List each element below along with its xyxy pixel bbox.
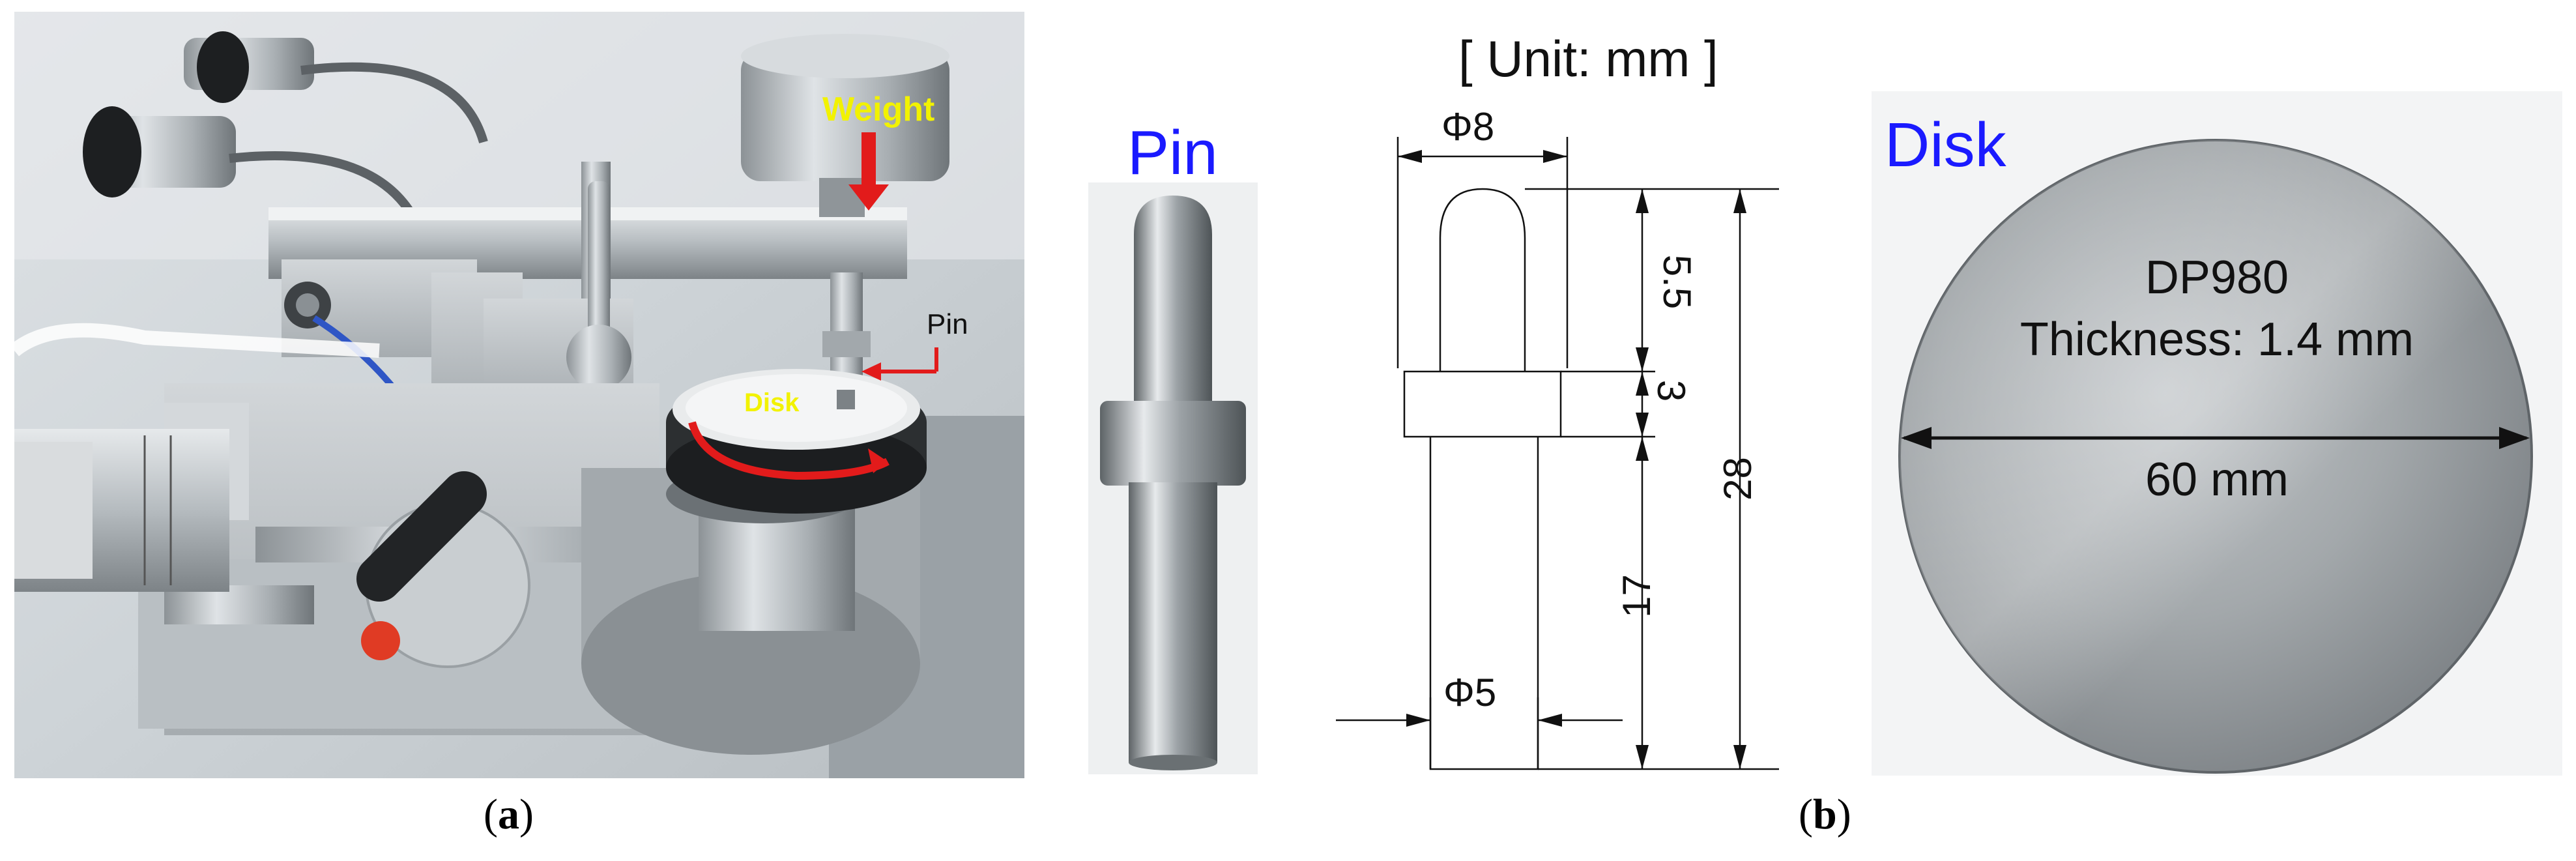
pin-photo (1088, 182, 1258, 774)
disk-thickness: Thickness: 1.4 mm (2019, 314, 2414, 366)
tribometer-photo: Weight Pin Disk (14, 12, 1024, 778)
disk-photo-title: Disk (1885, 110, 2006, 180)
pin-outline-collar (1403, 370, 1562, 438)
disk-diameter: 60 mm (2145, 454, 2289, 506)
caption-b: (b) (1799, 791, 1851, 838)
pin-technical-drawing (1336, 137, 1779, 770)
dim-collar-length: 3 (1649, 379, 1694, 402)
pin-outline-shank (1429, 437, 1539, 770)
dim-head-diameter: Φ8 (1441, 105, 1495, 149)
dim-tip-length: 5.5 (1655, 254, 1700, 310)
weight-label: Weight (822, 91, 935, 128)
caption-a: (a) (484, 791, 534, 838)
pin-photo-title: Pin (1127, 118, 1218, 188)
disk-illustration (1898, 139, 2533, 774)
pin-illustration (1100, 196, 1246, 770)
dim-total-length: 28 (1715, 457, 1759, 501)
dim-shank-diameter: Φ5 (1443, 671, 1497, 714)
disk-label: Disk (744, 388, 800, 417)
disk-material: DP980 (2145, 252, 2289, 304)
pin-outline-tip (1439, 188, 1526, 372)
tribometer-illustration (14, 12, 1024, 778)
pin-label: Pin (927, 308, 968, 340)
dim-shank-length: 17 (1614, 574, 1658, 618)
disk-photo: Disk DP980 Thickness: 1.4 mm 60 mm (1872, 91, 2562, 776)
unit-label: [ Unit: mm ] (1458, 30, 1718, 87)
